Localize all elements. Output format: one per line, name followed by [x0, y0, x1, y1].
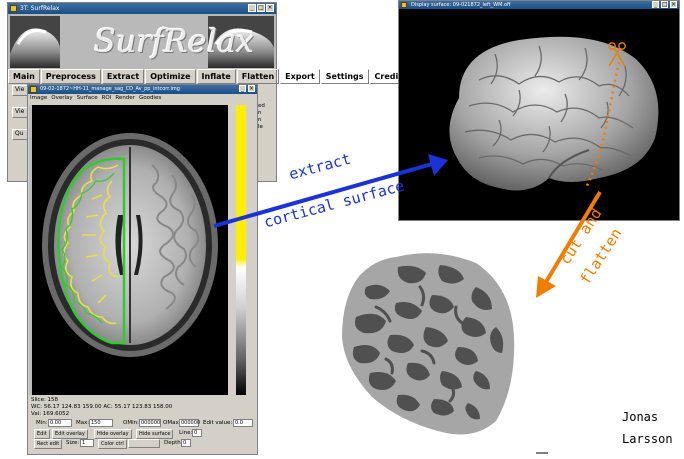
edit-value-field[interactable]: 0.0	[233, 419, 253, 427]
surfrelax-menubar: Main Preprocess Extract Optimize Inflate…	[8, 69, 276, 84]
cortical-flatmap	[336, 247, 546, 437]
status-value: Val: 169.6052	[31, 411, 69, 418]
maximize-icon[interactable]: □	[257, 4, 265, 12]
max-field[interactable]: 150	[89, 419, 113, 427]
max-label: Max:	[76, 420, 89, 427]
minimize-icon[interactable]: _	[652, 1, 659, 8]
app-icon	[10, 5, 17, 12]
volume-titlebar[interactable]: 09-02-1872~HH-11_manage_sag_CD_Av_pp_int…	[28, 85, 257, 94]
surfrelax-logo-banner: SurfRelax	[8, 14, 276, 69]
menu-flatten[interactable]: Flatten	[237, 69, 279, 84]
credit-name-last: Larsson	[622, 432, 673, 446]
close-icon[interactable]: ×	[670, 1, 677, 8]
maximize-icon[interactable]: □	[661, 1, 668, 8]
depth-field[interactable]: 0	[181, 439, 191, 447]
cortical-surface-render[interactable]	[399, 10, 679, 220]
color-ctrl-button[interactable]: Color ctrl	[98, 439, 127, 449]
minimize-icon[interactable]: _	[248, 4, 256, 12]
surfrelax-titlebar[interactable]: 3T: SurfRelax _ □ ×	[8, 3, 276, 14]
fragment-text-3: n	[258, 117, 262, 124]
app-icon	[30, 86, 37, 93]
size-field[interactable]: 1	[80, 439, 94, 447]
menu-roi[interactable]: ROI	[102, 95, 112, 101]
menu-goodies[interactable]: Goodies	[139, 95, 161, 101]
line-label: Line:	[179, 430, 192, 437]
menu-surface[interactable]: Surface	[77, 95, 98, 101]
menu-inflate[interactable]: Inflate	[197, 69, 236, 84]
mri-viewport[interactable]	[32, 105, 228, 395]
min-label: Min:	[36, 420, 48, 427]
fragment-text-2: n	[258, 110, 262, 117]
volume-menubar: Image Overlay Surface ROI Render Goodies	[28, 94, 257, 102]
extract-label: extract	[287, 150, 353, 184]
status-slice: Slice: 158	[31, 397, 58, 404]
close-icon[interactable]: ×	[248, 85, 255, 92]
minimize-icon[interactable]: _	[239, 85, 246, 92]
status-coords: WC: 56.17 124.83 159.00 AC: 55.17 123.83…	[31, 404, 172, 411]
edit-overlay-button[interactable]: Edit overlay	[52, 429, 88, 439]
menu-settings[interactable]: Settings	[321, 69, 369, 84]
edit-button[interactable]: Edit	[34, 429, 50, 439]
line-field[interactable]: 0	[192, 429, 202, 437]
cortical-surface-label: cortical surface	[262, 177, 406, 232]
menu-image[interactable]: Image	[30, 95, 47, 101]
omin-field[interactable]: 000000	[139, 419, 161, 427]
surfrelax-logo-text: SurfRelax	[94, 22, 254, 60]
omin-label: OMin:	[123, 420, 139, 427]
display-title: Display surface: 09-021872_left_WM.off	[411, 2, 510, 8]
vertical-scrollbar[interactable]	[29, 105, 32, 395]
mri-axial-slice	[32, 105, 228, 395]
menu-render[interactable]: Render	[115, 95, 135, 101]
omax-label: OMax:	[163, 420, 181, 427]
display-surface-window: Display surface: 09-021872_left_WM.off _…	[398, 0, 680, 221]
greyed-button	[128, 439, 160, 448]
surfrelax-title: 3T: SurfRelax	[20, 5, 59, 12]
menu-preprocess[interactable]: Preprocess	[41, 69, 101, 84]
hide-surface-button[interactable]: Hide surface	[136, 429, 173, 439]
colorbar	[236, 105, 246, 395]
min-field[interactable]: 0.00	[48, 419, 72, 427]
menu-export[interactable]: Export	[280, 69, 320, 84]
menu-main[interactable]: Main	[8, 69, 40, 84]
depth-label: Depth:	[164, 440, 183, 447]
display-titlebar[interactable]: Display surface: 09-021872_left_WM.off _…	[399, 1, 679, 9]
volume-title: 09-02-1872~HH-11_manage_sag_CD_Av_pp_int…	[40, 86, 180, 92]
credit-name-first: Jonas	[622, 410, 658, 424]
hide-overlay-button[interactable]: Hide overlay	[94, 429, 132, 439]
edit-value-label: Edit value:	[203, 420, 232, 427]
close-icon[interactable]: ×	[266, 4, 274, 12]
fragment-text-4: le	[258, 124, 263, 131]
rect-edit-button[interactable]: Rect edit	[34, 439, 62, 449]
menu-extract[interactable]: Extract	[102, 69, 144, 84]
menu-overlay[interactable]: Overlay	[51, 95, 72, 101]
size-label: Size:	[66, 440, 79, 447]
fragment-text-1: ed	[258, 103, 265, 110]
app-icon	[401, 2, 407, 8]
omax-field[interactable]: 000000	[179, 419, 199, 427]
volume-viewer-window: 09-02-1872~HH-11_manage_sag_CD_Av_pp_int…	[27, 84, 258, 455]
menu-optimize[interactable]: Optimize	[145, 69, 195, 84]
